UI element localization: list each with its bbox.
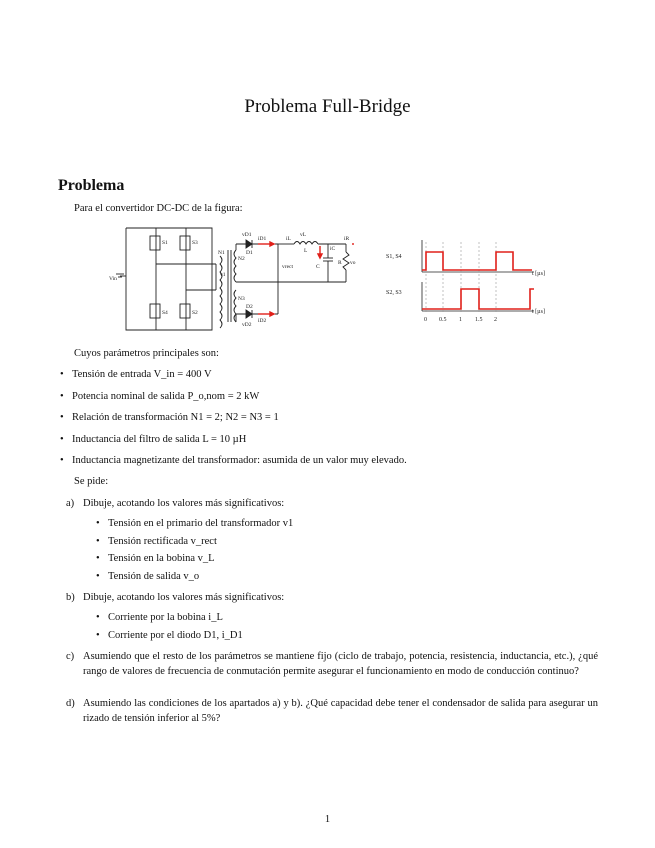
label-s4: S4 <box>162 310 168 316</box>
tick-0-5: 0.5 <box>439 317 447 323</box>
label-vd1: vD1 <box>242 232 252 238</box>
waveform-axis-top: t [µs] <box>532 271 545 277</box>
full-bridge-circuit-diagram: Vin S1 S3 S4 S2 N1 N2 N3 v1 D1 D2 vD1 vD… <box>109 227 356 331</box>
label-s2: S2 <box>192 310 198 316</box>
question-d-label: d) <box>66 698 75 709</box>
list-item: Tensión en el primario del transformador… <box>96 518 293 536</box>
list-item: Corriente por el diodo D1, i_D1 <box>96 630 243 648</box>
list-item: Potencia nominal de salida P_o,nom = 2 k… <box>58 391 407 413</box>
list-item: Inductancia magnetizante del transformad… <box>58 455 407 477</box>
label-vo: vo <box>350 260 356 266</box>
tick-0: 0 <box>424 317 427 323</box>
question-b-sublist: Corriente por la bobina i_L Corriente po… <box>96 612 243 647</box>
question-c-text: Asumiendo que el resto de los parámetros… <box>83 651 598 677</box>
label-id2: iD2 <box>258 318 267 324</box>
label-s3: S3 <box>192 240 198 246</box>
question-b-label: b) <box>66 592 75 603</box>
question-a-label: a) <box>66 498 75 509</box>
question-a: a) Dibuje, acotando los valores más sign… <box>66 497 598 512</box>
params-intro: Cuyos parámetros principales son: <box>74 348 219 359</box>
question-a-sublist: Tensión en el primario del transformador… <box>96 518 293 588</box>
list-item: Tensión de salida v_o <box>96 571 293 589</box>
section-heading: Problema <box>58 177 125 194</box>
waveform-label-s1s4: S1, S4 <box>386 254 402 260</box>
label-r: R <box>338 260 342 266</box>
intro-text: Para el convertidor DC-DC de la figura: <box>74 203 243 214</box>
switching-waveform-diagram: S1, S4 S2, S3 t [µs] t [µs] 0 0.5 1 1.5 … <box>386 240 545 323</box>
waveform-axis-bottom: t [µs] <box>532 309 545 315</box>
label-n3: N3 <box>238 296 245 302</box>
list-item: Tensión de entrada V_in = 400 V <box>58 369 407 391</box>
page-title: Problema Full-Bridge <box>244 96 411 117</box>
waveform-label-s2s3: S2, S3 <box>386 290 402 296</box>
params-list: Tensión de entrada V_in = 400 V Potencia… <box>58 369 407 477</box>
label-vd2: vD2 <box>242 322 252 328</box>
list-item: Tensión rectificada v_rect <box>96 536 293 554</box>
list-item: Relación de transformación N1 = 2; N2 = … <box>58 412 407 434</box>
question-d-text: Asumiendo las condiciones de los apartad… <box>83 698 598 724</box>
label-l: L <box>304 248 308 254</box>
label-c: C <box>316 264 320 270</box>
label-s1: S1 <box>162 240 168 246</box>
tick-1: 1 <box>459 317 462 323</box>
question-d: d) Asumiendo las condiciones de los apar… <box>66 697 598 726</box>
label-il: iL <box>286 236 292 242</box>
label-ic: iC <box>330 246 336 252</box>
question-b: b) Dibuje, acotando los valores más sign… <box>66 591 598 606</box>
question-c: c) Asumiendo que el resto de los parámet… <box>66 650 598 679</box>
list-item: Tensión en la bobina v_L <box>96 553 293 571</box>
label-ir: iR <box>344 236 350 242</box>
list-item: Inductancia del filtro de salida L = 10 … <box>58 434 407 456</box>
label-d2: D2 <box>246 304 253 310</box>
label-d1: D1 <box>246 250 253 256</box>
question-c-label: c) <box>66 651 75 662</box>
label-vin: Vin <box>109 276 117 282</box>
label-id1: iD1 <box>258 236 267 242</box>
question-a-text: Dibuje, acotando los valores más signifi… <box>83 498 285 509</box>
label-vrect: vrect <box>282 264 293 270</box>
label-vl: vL <box>300 232 307 238</box>
page-number: 1 <box>324 814 331 825</box>
label-n2: N2 <box>238 256 245 262</box>
label-v1: v1 <box>220 272 226 278</box>
tick-1-5: 1.5 <box>475 317 483 323</box>
label-n1: N1 <box>218 250 225 256</box>
list-item: Corriente por la bobina i_L <box>96 612 243 630</box>
se-pide-text: Se pide: <box>74 476 109 487</box>
tick-2: 2 <box>494 317 497 323</box>
question-b-text: Dibuje, acotando los valores más signifi… <box>83 592 285 603</box>
